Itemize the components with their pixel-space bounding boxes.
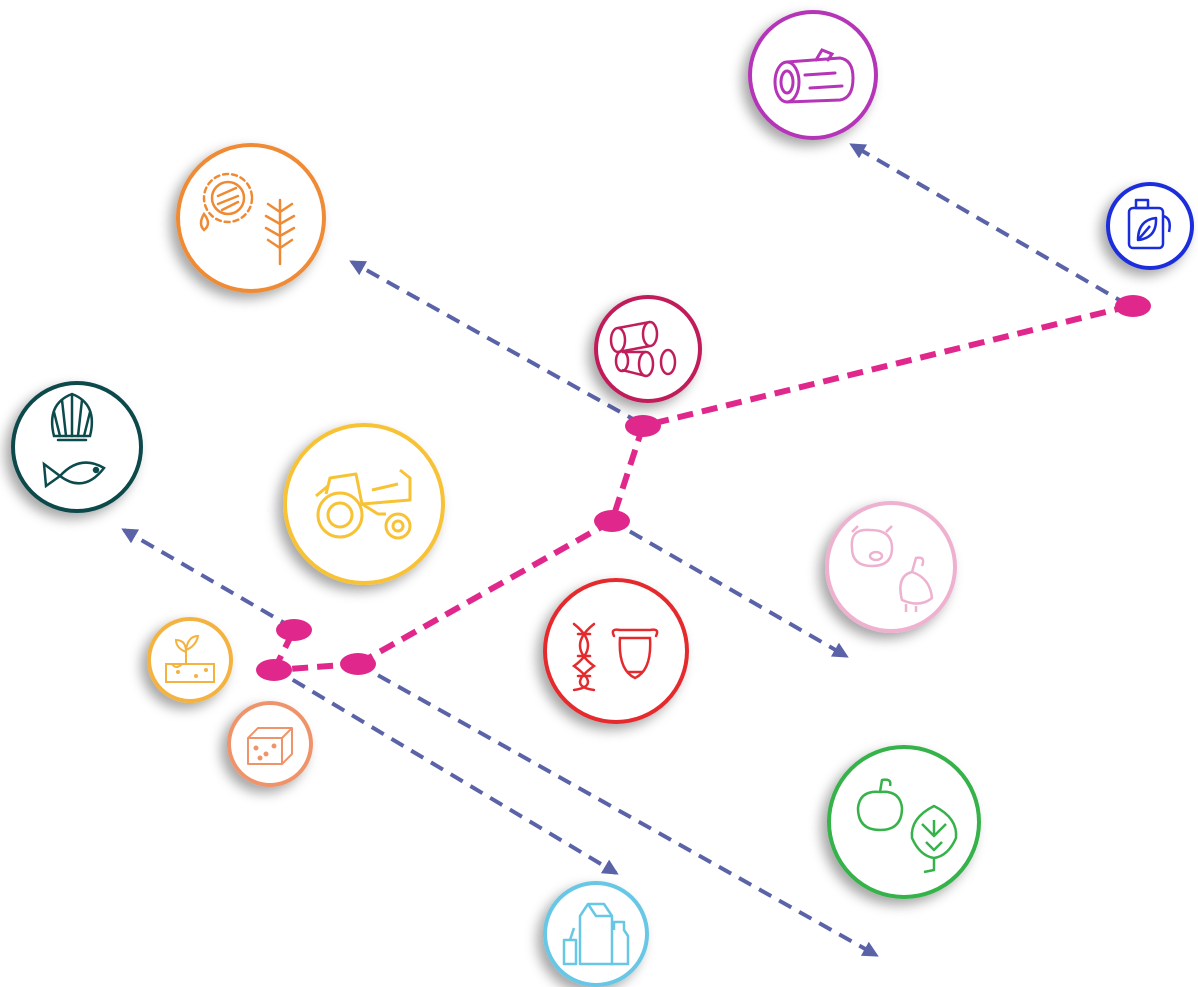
path-segment xyxy=(609,425,646,522)
arrow-to-sunflower xyxy=(349,260,641,425)
circle-pig-chicken xyxy=(825,501,957,633)
nodes xyxy=(256,295,1151,681)
circle-dna-cow xyxy=(543,578,689,724)
circle-shell-fish xyxy=(11,381,143,513)
arrow-to-log xyxy=(849,143,1130,307)
path-segment xyxy=(642,303,1131,429)
arrow-to-bottom-right xyxy=(357,662,879,957)
circle-dairy xyxy=(543,881,649,987)
dairy-products-icon xyxy=(562,902,630,966)
circle-canister xyxy=(1106,182,1194,270)
bio-canister-icon xyxy=(1127,198,1171,250)
tractor-icon xyxy=(315,468,412,540)
arrow-to-shell-fish xyxy=(121,528,295,630)
circle-sunflower xyxy=(176,143,326,293)
path-node xyxy=(340,653,376,675)
log-icon xyxy=(773,48,855,104)
path-node xyxy=(276,619,312,641)
circle-apple-artichoke xyxy=(827,745,981,899)
circle-hay xyxy=(594,295,702,403)
pig-chicken-icon xyxy=(850,525,934,612)
path-node xyxy=(594,510,630,532)
hay-bales-icon xyxy=(609,320,677,378)
arrow-group xyxy=(121,143,1130,957)
path-node xyxy=(256,659,292,681)
path-node xyxy=(625,415,661,437)
apple-artichoke-icon xyxy=(856,778,958,874)
arrow-to-dairy xyxy=(271,666,619,875)
shell-fish-icon xyxy=(42,392,106,489)
sprout-soil-icon xyxy=(165,634,215,683)
sunflower-wheat-icon xyxy=(199,172,296,266)
circle-sprout xyxy=(147,617,233,703)
circle-log xyxy=(748,10,878,140)
sponge-icon xyxy=(247,727,293,765)
circle-tractor xyxy=(283,423,445,585)
dna-cow-icon xyxy=(571,622,659,692)
path-node xyxy=(1115,295,1151,317)
circle-sponge xyxy=(227,701,313,787)
